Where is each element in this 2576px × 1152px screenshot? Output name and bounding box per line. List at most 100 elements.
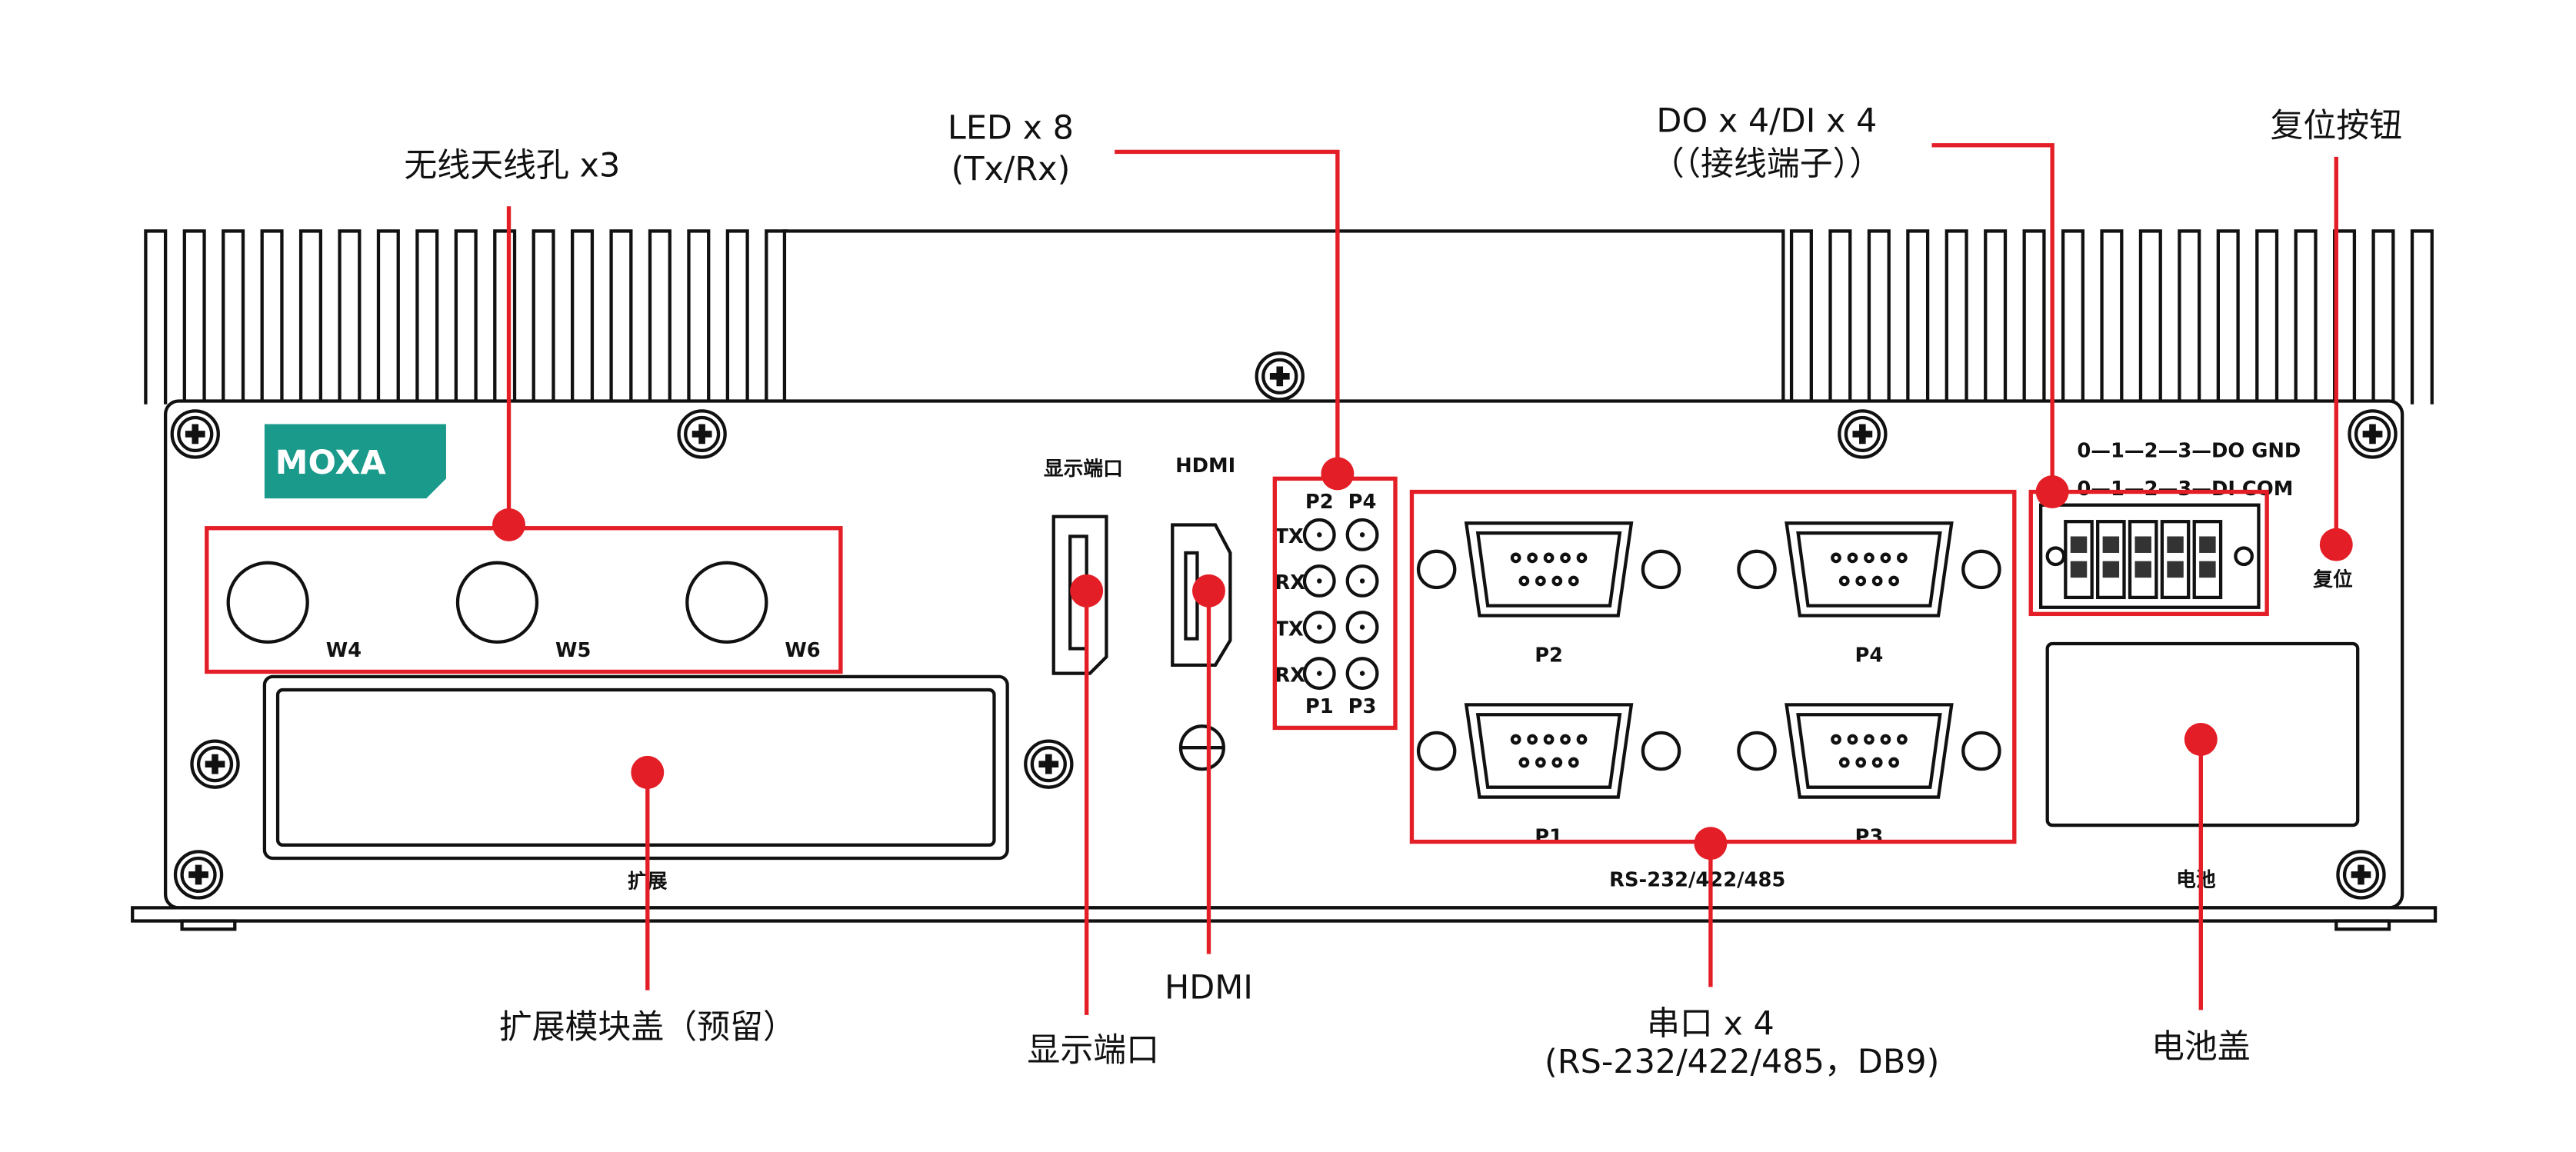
db9-pin	[1880, 552, 1891, 564]
terminal-pin	[2160, 520, 2191, 600]
screw-cross-icon	[2351, 864, 2371, 885]
serial-port-label: P2	[1535, 644, 1563, 668]
db9-inner	[1796, 713, 1942, 789]
terminal-screw	[2070, 561, 2088, 578]
heatsink-fin	[415, 229, 439, 405]
heatsink-fin	[2294, 229, 2318, 405]
screw-cross-icon	[188, 864, 208, 885]
heatsink-fin	[687, 229, 711, 405]
led-center	[1359, 578, 1365, 584]
heatsink-fin	[454, 229, 478, 405]
led-leader	[1115, 149, 1340, 474]
led-port-label: P1	[1305, 695, 1334, 718]
dio-highlight	[2028, 489, 2269, 617]
heatsink-fin	[2410, 229, 2434, 405]
db9-pin	[1847, 734, 1858, 745]
led-center	[1317, 578, 1322, 584]
screw-cross-icon	[185, 424, 205, 444]
db9-pin	[1560, 734, 1571, 745]
db9-screw	[1416, 549, 1457, 590]
db9-pin	[1535, 575, 1546, 587]
terminal-screw	[2070, 536, 2088, 553]
heatsink-fin	[376, 229, 400, 405]
db9-pin	[1543, 734, 1555, 745]
db9-screw	[1737, 549, 1777, 590]
db9-pin	[1518, 757, 1530, 768]
callout-led-2: (Tx/Rx)	[951, 150, 1071, 188]
db9-inner	[1796, 531, 1942, 608]
dio-leader	[1931, 143, 2054, 492]
terminal-screw	[2167, 561, 2184, 578]
db9-pin	[1880, 734, 1891, 745]
led-row-label: TX	[1275, 618, 1304, 641]
led-port-label: P2	[1305, 491, 1334, 514]
antenna-label: W4	[326, 639, 362, 662]
db9-pin	[1855, 575, 1867, 587]
callout-dot	[1192, 574, 1225, 608]
db9-pin	[1871, 757, 1883, 768]
terminal-screw	[2199, 536, 2216, 553]
heatsink-fin	[725, 229, 749, 405]
callout-dot	[492, 508, 525, 541]
terminal-pin	[2096, 520, 2126, 600]
callout-dot	[2319, 528, 2353, 561]
terminal-screw	[2199, 561, 2216, 578]
heatsink-fin	[532, 229, 555, 405]
db9-pin	[1888, 757, 1899, 768]
antenna-hole	[455, 561, 539, 644]
callout-dp: 显示端口	[1027, 1031, 1159, 1070]
serial-label: RS-232/422/485	[1609, 868, 1785, 891]
terminal-screw	[2102, 536, 2120, 553]
heatsink-fin	[2022, 229, 2046, 405]
terminal-screw	[2102, 561, 2120, 578]
led-center	[1317, 532, 1322, 538]
db9-pin	[1838, 575, 1850, 587]
serial-port-label: P3	[1855, 826, 1884, 849]
dio-pin-label-do: 0—1—2—3—DO GND	[2077, 439, 2301, 462]
dp-label: 显示端口	[1044, 458, 1123, 481]
callout-led-1: LED x 8	[948, 108, 1074, 147]
hdmi-label: HDMI	[1175, 454, 1235, 478]
heatsink-fin	[260, 229, 284, 405]
db9-pin	[1551, 757, 1563, 768]
led-center	[1359, 624, 1365, 630]
moxa-logo-text: MOXA	[275, 444, 386, 482]
heatsink-fin	[1906, 229, 1930, 405]
heatsink-fin	[1789, 229, 1813, 405]
callout-serial-2: (RS-232/422/485，DB9)	[1545, 1043, 1939, 1081]
db9-screw	[1737, 731, 1777, 771]
screw-cross-icon	[1269, 366, 1290, 387]
led-center	[1359, 532, 1365, 538]
heatsink-fin	[648, 229, 671, 405]
terminal-block[interactable]	[2038, 503, 2261, 609]
db9-pin	[1864, 734, 1875, 745]
heatsink-fin	[222, 229, 245, 405]
reset-label: 复位	[2313, 568, 2353, 591]
callout-expansion: 扩展模块盖（预留）	[499, 1008, 796, 1047]
terminal-screw	[2134, 561, 2151, 578]
terminal-pin	[2128, 520, 2158, 600]
callout-dot	[1694, 827, 1728, 861]
db9-pin	[1510, 734, 1521, 745]
serial-port-label: P4	[1855, 644, 1884, 668]
screw-cross-icon	[1038, 754, 1059, 774]
db9-screw	[1641, 731, 1681, 771]
base-plate	[131, 906, 2438, 923]
terminal-hole	[2234, 546, 2254, 567]
terminal-screw	[2134, 536, 2151, 553]
db9-pin	[1888, 575, 1899, 587]
terminal-pin	[2192, 520, 2223, 600]
db9-pin	[1576, 734, 1588, 745]
heatsink-fin	[2100, 229, 2124, 405]
db9-pin	[1831, 734, 1841, 745]
callout-battery: 电池盖	[2151, 1028, 2251, 1067]
callout-dot	[2184, 723, 2218, 756]
db9-pin	[1551, 575, 1563, 587]
serial-port-label: P1	[1535, 826, 1563, 849]
battery-label: 电池	[2176, 868, 2216, 891]
heatsink-fin	[144, 229, 168, 405]
heatsink-fin	[2138, 229, 2162, 405]
